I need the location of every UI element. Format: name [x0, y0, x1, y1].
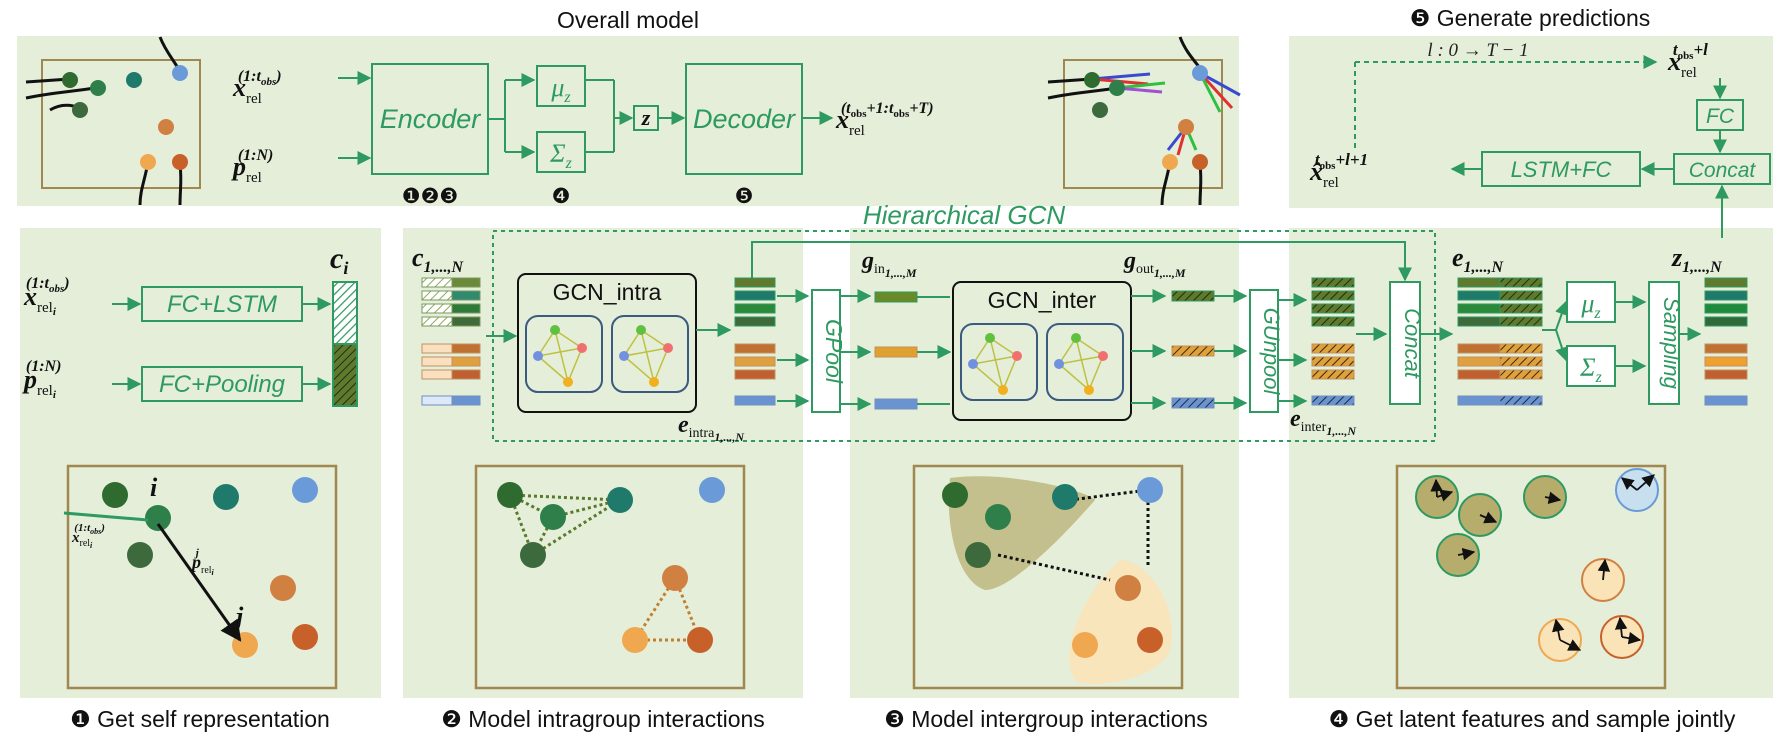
pred-x-output: x̂reltobs+l+1 — [1309, 150, 1368, 191]
svg-text:xrel(1:tobs): xrel(1:tobs) — [232, 68, 282, 107]
to-gunpool-arrows — [1214, 289, 1248, 410]
gpool-out-arrows — [840, 289, 872, 411]
svg-text:xreli(1:tobs): xreli(1:tobs) — [23, 275, 70, 318]
g-in-label: gin1,...,M — [861, 248, 917, 280]
p4-z-label: z1,...,N — [1671, 243, 1723, 276]
e-inter-vectors — [1311, 277, 1355, 406]
p1-scene-i: i — [150, 473, 158, 502]
z-label: z — [641, 105, 651, 130]
p4-mu-box — [1566, 281, 1616, 323]
p1-scene-traj — [63, 511, 149, 522]
svg-text:prelij: prelij — [190, 547, 215, 577]
encoder-split-arrows — [488, 73, 536, 159]
p2-e-intra-vectors — [734, 277, 776, 406]
mu-z-label: μz — [550, 73, 571, 106]
p1-p-label: preli(1:N) — [22, 358, 61, 401]
p1-scene — [66, 464, 338, 690]
overall-model-title: Overall model — [557, 7, 699, 33]
fc-pool-label: FC+Pooling — [159, 371, 286, 398]
p2-scene-people — [497, 477, 725, 653]
p1-x-label: xreli(1:tobs) — [23, 275, 70, 318]
scene-thumb-right — [1063, 59, 1223, 189]
gunpool-label: GUnpool — [1259, 308, 1284, 396]
pred-lstm-fc-label: LSTM+FC — [1511, 157, 1612, 182]
encoder-steps: ❶❷❸ — [402, 185, 458, 208]
gpool-arrows — [777, 289, 810, 408]
e-inter-label: einter1,...,N — [1290, 406, 1357, 438]
svg-text:xrel(tobs+1:tobs+T): xrel(tobs+1:tobs+T) — [835, 100, 934, 139]
from-gcn-inter-arrows — [1131, 289, 1167, 410]
svg-text:xreli(1:tobs): xreli(1:tobs) — [71, 522, 105, 550]
p2-c-vectors — [421, 277, 481, 406]
gpool-box — [811, 289, 841, 413]
panel2-caption: ❷ Model intragroup interactions — [441, 706, 765, 732]
decoder-label: Decoder — [693, 104, 796, 134]
pred-concat-label: Concat — [1689, 159, 1757, 182]
skip-connection-arrow — [751, 241, 1412, 282]
svg-text:xreltobs+l: xreltobs+l — [1667, 40, 1708, 81]
scene-right-pedestrians — [1084, 65, 1208, 170]
input-x-rel: xrel(1:tobs) — [232, 68, 282, 107]
p1-scene-x-label: xreli(1:tobs) — [71, 522, 105, 550]
sigma-z-label: Σz — [549, 139, 572, 172]
p1-scene-vector — [156, 523, 242, 642]
c-i-vector-bottom — [332, 343, 358, 407]
gunpool-box — [1249, 289, 1279, 413]
panel-predictions — [1289, 36, 1773, 208]
svg-text:x̂reltobs+l+1: x̂reltobs+l+1 — [1309, 150, 1368, 191]
pred-fc-label: FC — [1706, 105, 1735, 128]
panel4-caption: ❹ Get latent features and sample jointly — [1329, 706, 1736, 732]
p1-scene-p-label: prelij — [190, 547, 215, 577]
gcn-inter-graphs — [960, 323, 1124, 401]
p4-to-sampling-arrows — [1615, 295, 1647, 373]
p4-mu-label: μz — [1580, 289, 1601, 322]
hierarchical-gcn-title: Hierarchical GCN — [863, 200, 1065, 230]
concat-box — [1389, 281, 1421, 405]
loop-label: l : 0 → T − 1 — [1427, 40, 1528, 61]
p3-scene — [912, 464, 1184, 690]
latent-step: ❹ — [552, 185, 571, 208]
p4-split-arrows — [1542, 300, 1569, 362]
scene-thumb-left — [41, 59, 201, 189]
gcn-inter-label: GCN_inter — [988, 287, 1097, 313]
panel3-caption: ❸ Model intergroup interactions — [884, 706, 1208, 732]
p2-scene — [474, 464, 746, 690]
svg-text:preli(1:N): preli(1:N) — [22, 358, 61, 401]
c-i-label: ci — [330, 242, 348, 278]
from-gunpool-arrows — [1278, 293, 1308, 408]
p4-e-label: e1,...,N — [1452, 243, 1505, 276]
panel1-caption: ❶ Get self representation — [70, 706, 330, 732]
c-i-vector-top — [332, 281, 358, 345]
p4-scene — [1395, 464, 1667, 690]
gcn-intra-label: GCN_intra — [553, 279, 662, 305]
latent-merge-arrows — [585, 79, 634, 153]
gcn-intra-graphs — [525, 315, 689, 393]
p3-scene-people — [942, 477, 1163, 658]
p4-z-vectors — [1704, 277, 1748, 406]
gcn-intra-box — [517, 273, 697, 413]
p4-scene-arrows — [1430, 474, 1655, 651]
decoder-step: ❺ — [735, 185, 754, 208]
to-gcn-inter-arrows — [917, 296, 952, 405]
p2-c-label: c1,...,N — [412, 243, 465, 276]
e-intra-label: eintra1,...,N — [678, 412, 745, 444]
mu-z-box — [536, 65, 586, 107]
concat-label: Concat — [1400, 308, 1425, 379]
g-out-label: gout1,...,M — [1123, 248, 1186, 280]
input-p-rel: prel(1:N) — [231, 147, 273, 186]
predictions-title: ❺ Generate predictions — [1410, 5, 1651, 31]
pred-x-input: xreltobs+l — [1667, 40, 1708, 81]
svg-text:prel(1:N): prel(1:N) — [231, 147, 273, 186]
output-x-rel: xrel(tobs+1:tobs+T) — [835, 100, 934, 139]
scene-left-pedestrians — [62, 65, 188, 170]
sampling-box — [1648, 281, 1680, 405]
encoder-label: Encoder — [380, 104, 482, 134]
fc-lstm-label: FC+LSTM — [167, 291, 277, 318]
p4-e-vectors — [1457, 277, 1543, 406]
sampling-label: Sampling — [1659, 297, 1684, 389]
p4-sigma-label: Σz — [1579, 353, 1602, 386]
p1-scene-people — [102, 477, 318, 658]
